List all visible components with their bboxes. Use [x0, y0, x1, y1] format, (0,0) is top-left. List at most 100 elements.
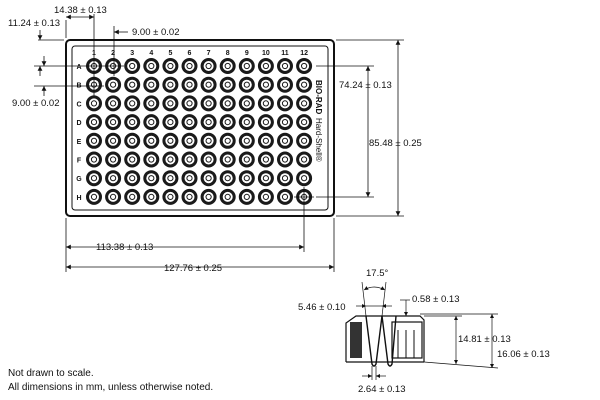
plate-inner-border: [71, 45, 329, 211]
dim-well-pitch-x: 9.00 ± 0.02: [132, 27, 179, 38]
well-E4: [143, 132, 160, 149]
well-B9: [238, 76, 255, 93]
column-label-11: 11: [281, 50, 289, 57]
well-A12: [296, 58, 313, 74]
row-label-F: F: [77, 158, 82, 165]
well-G9: [238, 170, 255, 187]
dim-well-depth: 14.81 ± 0.13: [458, 334, 511, 345]
dim-total-height: 16.06 ± 0.13: [497, 349, 550, 360]
well-F8: [219, 151, 236, 168]
column-label-8: 8: [226, 50, 230, 57]
well-G3: [124, 170, 141, 187]
well-H1: [86, 188, 102, 205]
dim-well-span-width: 113.38 ± 0.13: [96, 242, 153, 253]
well-E10: [257, 132, 274, 149]
well-E11: [277, 132, 293, 149]
well-C10: [257, 95, 274, 112]
well-G10: [257, 170, 274, 187]
well-E2: [105, 132, 122, 149]
row-label-C: C: [76, 101, 81, 108]
well-B8: [219, 76, 236, 93]
column-label-9: 9: [245, 50, 249, 57]
dim-well-top-diameter: 5.46 ± 0.10: [298, 302, 345, 313]
plate-outline: [65, 39, 335, 217]
well-H2: [105, 188, 122, 205]
well-A7: [200, 58, 217, 74]
column-label-10: 10: [262, 50, 270, 57]
brand-text: BIO-RAD: [314, 80, 323, 114]
row-label-E: E: [77, 139, 82, 146]
well-A5: [162, 58, 179, 74]
well-E12: [296, 132, 313, 149]
well-B5: [162, 76, 179, 93]
well-D1: [86, 114, 102, 131]
well-D6: [181, 114, 198, 131]
well-H5: [162, 188, 179, 205]
well-G12: [296, 170, 313, 187]
well-F9: [238, 151, 255, 168]
well-H9: [238, 188, 255, 205]
well-D12: [296, 114, 313, 131]
well-D11: [277, 114, 293, 131]
column-label-12: 12: [300, 50, 308, 57]
well-C11: [277, 95, 293, 112]
well-D10: [257, 114, 274, 131]
well-E5: [162, 132, 179, 149]
well-C6: [181, 95, 198, 112]
side-well-2: [381, 315, 397, 367]
dimension-labels-side: 17.5° 5.46 ± 0.10 0.58 ± 0.13 14.81 ± 0.…: [298, 268, 550, 395]
well-B2: [105, 76, 122, 93]
well-grid: [86, 58, 313, 205]
note-not-to-scale: Not drawn to scale.: [8, 368, 94, 379]
well-C3: [124, 95, 141, 112]
well-G8: [219, 170, 236, 187]
side-well-1: [365, 315, 383, 367]
well-D5: [162, 114, 179, 131]
well-F10: [257, 151, 274, 168]
column-label-2: 2: [111, 50, 115, 57]
dim-wall-angle: 17.5°: [366, 268, 388, 279]
dim-a1-row-offset: 11.24 ± 0.13: [8, 18, 60, 29]
well-F2: [105, 151, 122, 168]
well-H10: [257, 188, 274, 205]
column-label-5: 5: [168, 50, 172, 57]
well-F6: [181, 151, 198, 168]
dim-plate-height: 85.48 ± 0.25: [369, 138, 422, 149]
dim-well-pitch-y: 9.00 ± 0.02: [12, 98, 59, 109]
well-A4: [143, 58, 160, 74]
well-C9: [238, 95, 255, 112]
plate-side-view: [345, 281, 499, 380]
well-E7: [200, 132, 217, 149]
column-label-6: 6: [188, 50, 192, 57]
well-F12: [296, 151, 313, 168]
well-A10: [257, 58, 274, 74]
well-D4: [143, 114, 160, 131]
row-label-G: G: [76, 176, 82, 183]
well-B4: [143, 76, 160, 93]
well-C2: [105, 95, 122, 112]
well-H11: [277, 188, 293, 205]
dim-well-span-height: 74.24 ± 0.13: [339, 80, 392, 91]
well-D7: [200, 114, 217, 131]
well-C1: [86, 95, 102, 112]
row-label-H: H: [76, 195, 81, 202]
dimension-labels-top: 14.38 ± 0.13 11.24 ± 0.13 9.00 ± 0.02 9.…: [8, 5, 422, 274]
well-D8: [219, 114, 236, 131]
well-C12: [296, 95, 313, 112]
dimension-lines: [34, 14, 404, 272]
well-G11: [277, 170, 293, 187]
well-B10: [257, 76, 274, 93]
well-F5: [162, 151, 179, 168]
well-G6: [181, 170, 198, 187]
note-units: All dimensions in mm, unless otherwise n…: [8, 382, 214, 393]
well-E1: [86, 132, 102, 149]
row-label-D: D: [76, 120, 81, 127]
dim-plate-width: 127.76 ± 0.25: [164, 263, 222, 274]
column-label-4: 4: [149, 50, 153, 57]
well-F4: [143, 151, 160, 168]
well-E3: [124, 132, 141, 149]
well-F11: [277, 151, 293, 168]
well-C5: [162, 95, 179, 112]
